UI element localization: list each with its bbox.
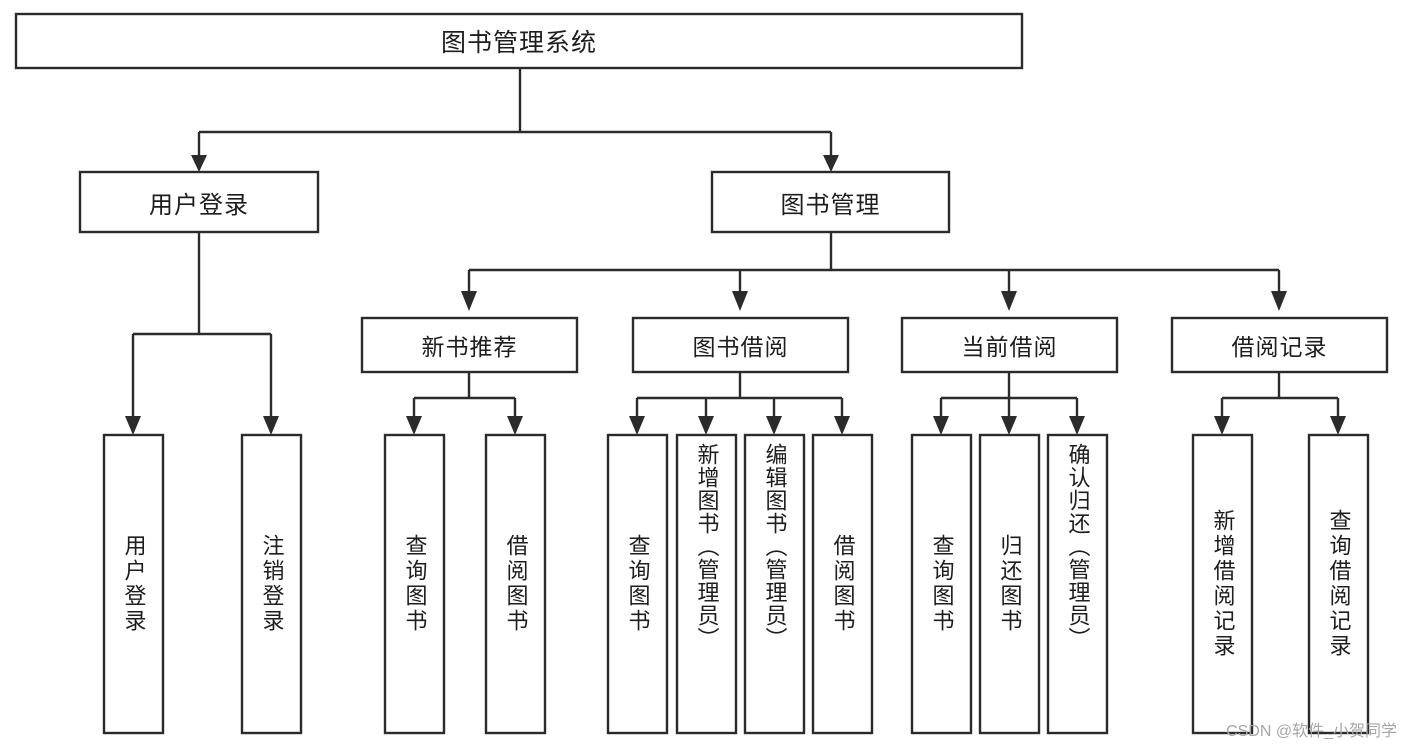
arrow-head-borrow-record bbox=[1271, 291, 1287, 311]
node-book-manage-box[interactable] bbox=[710, 170, 951, 234]
arrow-head-user-login bbox=[191, 155, 207, 172]
leaf-box-query-record[interactable] bbox=[1307, 433, 1370, 735]
node-borrow-record-box[interactable] bbox=[1170, 316, 1389, 374]
leaf-box-confirm-return[interactable] bbox=[1046, 433, 1109, 735]
arrow-head-leaf-logout bbox=[263, 416, 279, 435]
arrow-head-leaf-edit-book bbox=[766, 416, 782, 435]
arrow-head-book-manage bbox=[823, 155, 839, 172]
leaf-box-borrow-book-2[interactable] bbox=[811, 433, 874, 735]
arrow-head-leaf-query-book-3 bbox=[933, 416, 949, 435]
leaf-box-add-record[interactable] bbox=[1191, 433, 1254, 735]
leaf-box-user-login[interactable] bbox=[102, 433, 165, 735]
node-new-book-rec-box[interactable] bbox=[360, 316, 579, 374]
leaf-box-return-book[interactable] bbox=[978, 433, 1041, 735]
arrow-head-leaf-query-record bbox=[1330, 416, 1346, 435]
leaf-box-query-book-2[interactable] bbox=[606, 433, 669, 735]
arrow-head-book-borrow bbox=[732, 291, 748, 311]
leaf-box-query-book-1[interactable] bbox=[383, 433, 446, 735]
leaf-box-add-book[interactable] bbox=[675, 433, 738, 735]
leaf-box-query-book-3[interactable] bbox=[910, 433, 973, 735]
arrow-head-leaf-return-book bbox=[1001, 416, 1017, 435]
arrow-head-leaf-confirm-return bbox=[1069, 416, 1085, 435]
node-current-borrow-box[interactable] bbox=[900, 316, 1119, 374]
arrow-head-leaf-add-record bbox=[1214, 416, 1230, 435]
node-book-borrow-box[interactable] bbox=[631, 316, 850, 374]
arrow-head-leaf-add-book bbox=[698, 416, 714, 435]
arrow-head-leaf-borrow-book-2 bbox=[834, 416, 850, 435]
node-root-box[interactable] bbox=[14, 12, 1024, 70]
node-user-login-box[interactable] bbox=[78, 170, 320, 234]
arrow-head-current-borrow bbox=[1001, 291, 1017, 311]
arrow-head-new-book-rec bbox=[461, 291, 477, 311]
arrow-head-leaf-borrow-book-1 bbox=[507, 416, 523, 435]
arrow-head-leaf-user-login bbox=[125, 416, 141, 435]
arrow-head-leaf-query-book-2 bbox=[629, 416, 645, 435]
leaf-box-edit-book[interactable] bbox=[743, 433, 806, 735]
leaf-box-borrow-book-1[interactable] bbox=[484, 433, 547, 735]
arrow-head-leaf-query-book-1 bbox=[406, 416, 422, 435]
leaf-box-logout[interactable] bbox=[240, 433, 303, 735]
